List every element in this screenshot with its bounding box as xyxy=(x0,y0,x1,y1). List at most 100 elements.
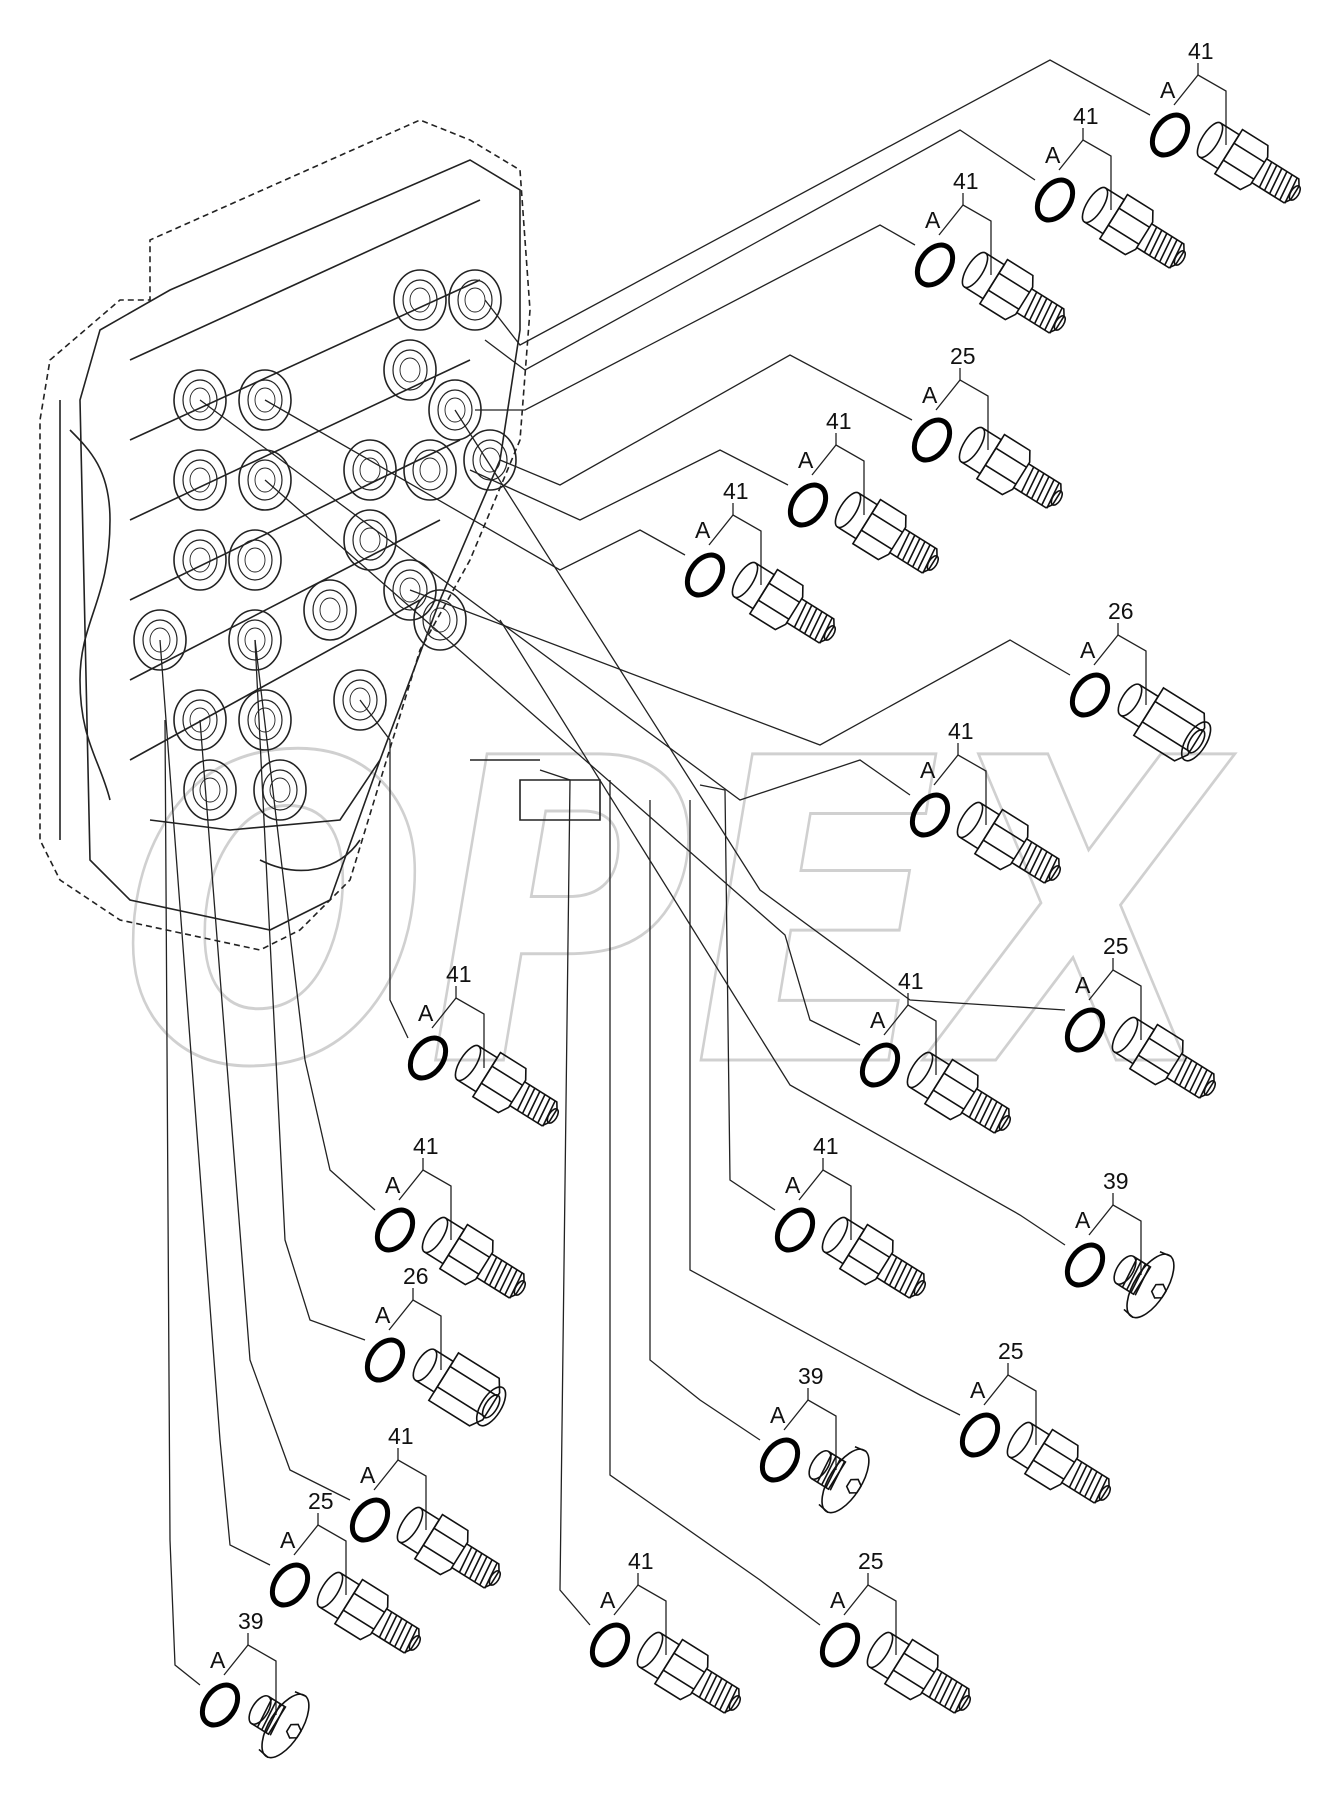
o-ring-seal xyxy=(914,242,956,288)
part-callout: A41 xyxy=(787,408,940,574)
part-callout: A 25 xyxy=(959,1338,1112,1504)
valve-port xyxy=(333,669,387,731)
valve-port xyxy=(253,759,307,821)
hex-plug xyxy=(248,1691,310,1759)
part-number-label: 41 xyxy=(948,718,974,744)
valve-port xyxy=(173,529,227,591)
leader-line xyxy=(409,589,1071,746)
part-callout: A 25 xyxy=(819,1548,972,1714)
part-number-label: 39 xyxy=(238,1608,264,1634)
part-callout: A 39 xyxy=(199,1608,310,1759)
part-number-label: 26 xyxy=(1108,598,1134,624)
leader-line xyxy=(199,719,351,1501)
hex-plug xyxy=(808,1446,870,1514)
seal-letter-label: A xyxy=(970,1377,986,1403)
callout-bracket xyxy=(1058,139,1112,210)
straight-fitting xyxy=(636,1631,742,1714)
o-ring-seal xyxy=(859,1042,901,1088)
part-number-label: 41 xyxy=(826,408,852,434)
valve-port xyxy=(448,269,502,331)
seal-letter-label: A xyxy=(1080,637,1096,663)
part-callout: A41 xyxy=(914,168,1067,334)
o-ring-seal xyxy=(959,1412,1001,1458)
part-number-label: 25 xyxy=(858,1548,884,1574)
part-number-label: 39 xyxy=(798,1363,824,1389)
watermark-text: OPEX xyxy=(120,671,1235,1160)
straight-fitting xyxy=(421,1216,527,1299)
seal-letter-label: A xyxy=(360,1462,376,1488)
callout-bracket xyxy=(223,1644,277,1715)
valve-port xyxy=(173,449,227,511)
leader-line xyxy=(484,59,1151,346)
leader-line xyxy=(484,129,1036,371)
seal-letter-label: A xyxy=(385,1172,401,1198)
straight-fitting xyxy=(1081,186,1187,269)
callout-bracket xyxy=(613,1584,667,1655)
o-ring-seal xyxy=(759,1437,801,1483)
part-number-label: 25 xyxy=(998,1338,1024,1364)
o-ring-seal xyxy=(1064,1007,1106,1053)
callout-bracket xyxy=(1088,1204,1142,1275)
seal-letter-label: A xyxy=(925,207,941,233)
part-number-label: 41 xyxy=(413,1133,439,1159)
part-callout: A26 xyxy=(364,1263,507,1427)
part-callout: A 41 xyxy=(374,1133,527,1299)
seal-letter-label: A xyxy=(870,1007,886,1033)
seal-letter-label: A xyxy=(1160,77,1176,103)
o-ring-seal xyxy=(374,1207,416,1253)
o-ring-seal xyxy=(911,417,953,463)
seal-letter-label: A xyxy=(210,1647,226,1673)
callout-bracket xyxy=(883,1004,937,1075)
valve-port xyxy=(393,269,447,331)
leader-line xyxy=(649,800,761,1441)
valve-port xyxy=(183,759,237,821)
o-ring-seal xyxy=(364,1337,406,1383)
part-callout: A25 xyxy=(911,343,1064,509)
part-callout: A41 xyxy=(407,961,560,1127)
part-callout: A41 xyxy=(774,1133,927,1299)
valve-port xyxy=(238,449,292,511)
part-callout: A41 xyxy=(349,1423,502,1589)
female-fitting xyxy=(412,1348,507,1427)
part-callout: A25 xyxy=(269,1488,422,1654)
valve-ports xyxy=(133,269,517,821)
leader-line xyxy=(689,800,961,1416)
part-number-label: 41 xyxy=(813,1133,839,1159)
callout-bracket xyxy=(1173,74,1227,145)
valve-port xyxy=(303,579,357,641)
seal-letter-label: A xyxy=(1045,142,1061,168)
part-number-label: 41 xyxy=(1188,38,1214,64)
leader-line xyxy=(699,784,776,1211)
valve-port xyxy=(228,529,282,591)
o-ring-seal xyxy=(407,1035,449,1081)
straight-fitting xyxy=(958,426,1064,509)
callout-bracket xyxy=(1093,634,1147,705)
part-callout: A 41 xyxy=(1149,38,1302,204)
valve-body xyxy=(39,119,601,951)
part-number-label: 26 xyxy=(403,1263,429,1289)
leader-line xyxy=(609,780,821,1626)
part-callout: A25 xyxy=(1064,933,1217,1099)
watermark: OPEX xyxy=(119,670,1237,1162)
part-number-label: 39 xyxy=(1103,1168,1129,1194)
leader-line xyxy=(264,479,861,1046)
callout-bracket xyxy=(933,754,987,825)
part-number-label: 41 xyxy=(723,478,749,504)
straight-fitting xyxy=(454,1044,560,1127)
callout-bracket xyxy=(431,997,485,1068)
straight-fitting xyxy=(731,561,837,644)
straight-fitting xyxy=(821,1216,927,1299)
part-callout: A41 xyxy=(1034,103,1187,269)
seal-letter-label: A xyxy=(830,1587,846,1613)
valve-port xyxy=(133,609,187,671)
leader-line xyxy=(539,769,591,1626)
leader-line xyxy=(164,719,201,1686)
straight-fitting xyxy=(961,251,1067,334)
o-ring-seal xyxy=(684,552,726,598)
valve-port xyxy=(343,509,397,571)
valve-port xyxy=(173,689,227,751)
callout-bracket xyxy=(798,1169,852,1240)
female-fitting xyxy=(1117,683,1212,762)
valve-port xyxy=(413,589,467,651)
callout-bracket xyxy=(1088,969,1142,1040)
